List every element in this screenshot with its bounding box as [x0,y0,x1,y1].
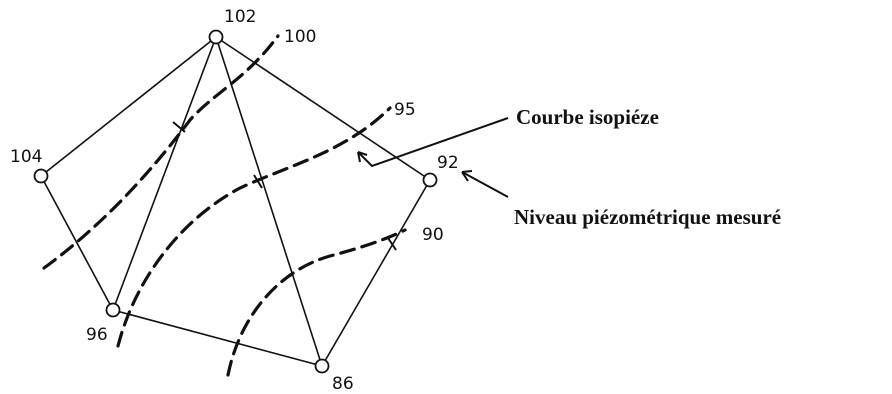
measured-level-annotation: Niveau piézométrique mesuré [514,205,781,229]
isopieze-label-100: 100 [284,27,316,47]
well-label-104: 104 [10,147,42,167]
isopieze-95-curve [116,106,392,348]
intersection-mark [172,121,186,133]
callout-pointers [357,117,509,198]
well-marker [105,302,121,318]
well-labels: 102 104 92 96 86 [10,7,459,394]
well-marker [33,168,49,184]
edge-96-86 [112,309,323,367]
isopieze-pointer-line [357,117,509,168]
well-label-92: 92 [437,153,459,173]
well-label-96: 96 [86,325,108,345]
edge-102-96 [112,36,217,311]
well-label-86: 86 [332,374,354,394]
well-marker [208,29,224,45]
triangulation-network [40,36,431,367]
edge-92-86 [321,179,431,367]
edge-104-102 [40,36,217,177]
edge-102-86 [215,36,323,367]
isopieze-90-curve [226,228,407,377]
isopieze-labels: 100 95 90 [284,27,444,245]
intersection-mark [253,174,263,189]
edge-102-92 [215,36,431,181]
well-marker [314,358,330,374]
isopieze-label-90: 90 [422,225,444,245]
isopieze-label-95: 95 [394,100,416,120]
well-label-102: 102 [224,7,256,27]
isopieze-pointer-arrowhead [357,151,368,163]
well-marker [422,172,438,188]
isopieze-100-curve [42,34,280,270]
observation-wells [33,29,438,374]
edge-104-96 [40,175,114,311]
level-pointer-arrowhead [461,170,473,182]
intersection-mark [387,237,397,251]
isopiezic-curves [42,34,407,377]
isopieze-curve-annotation: Courbe isopiéze [516,105,659,129]
level-pointer-line [461,171,509,198]
